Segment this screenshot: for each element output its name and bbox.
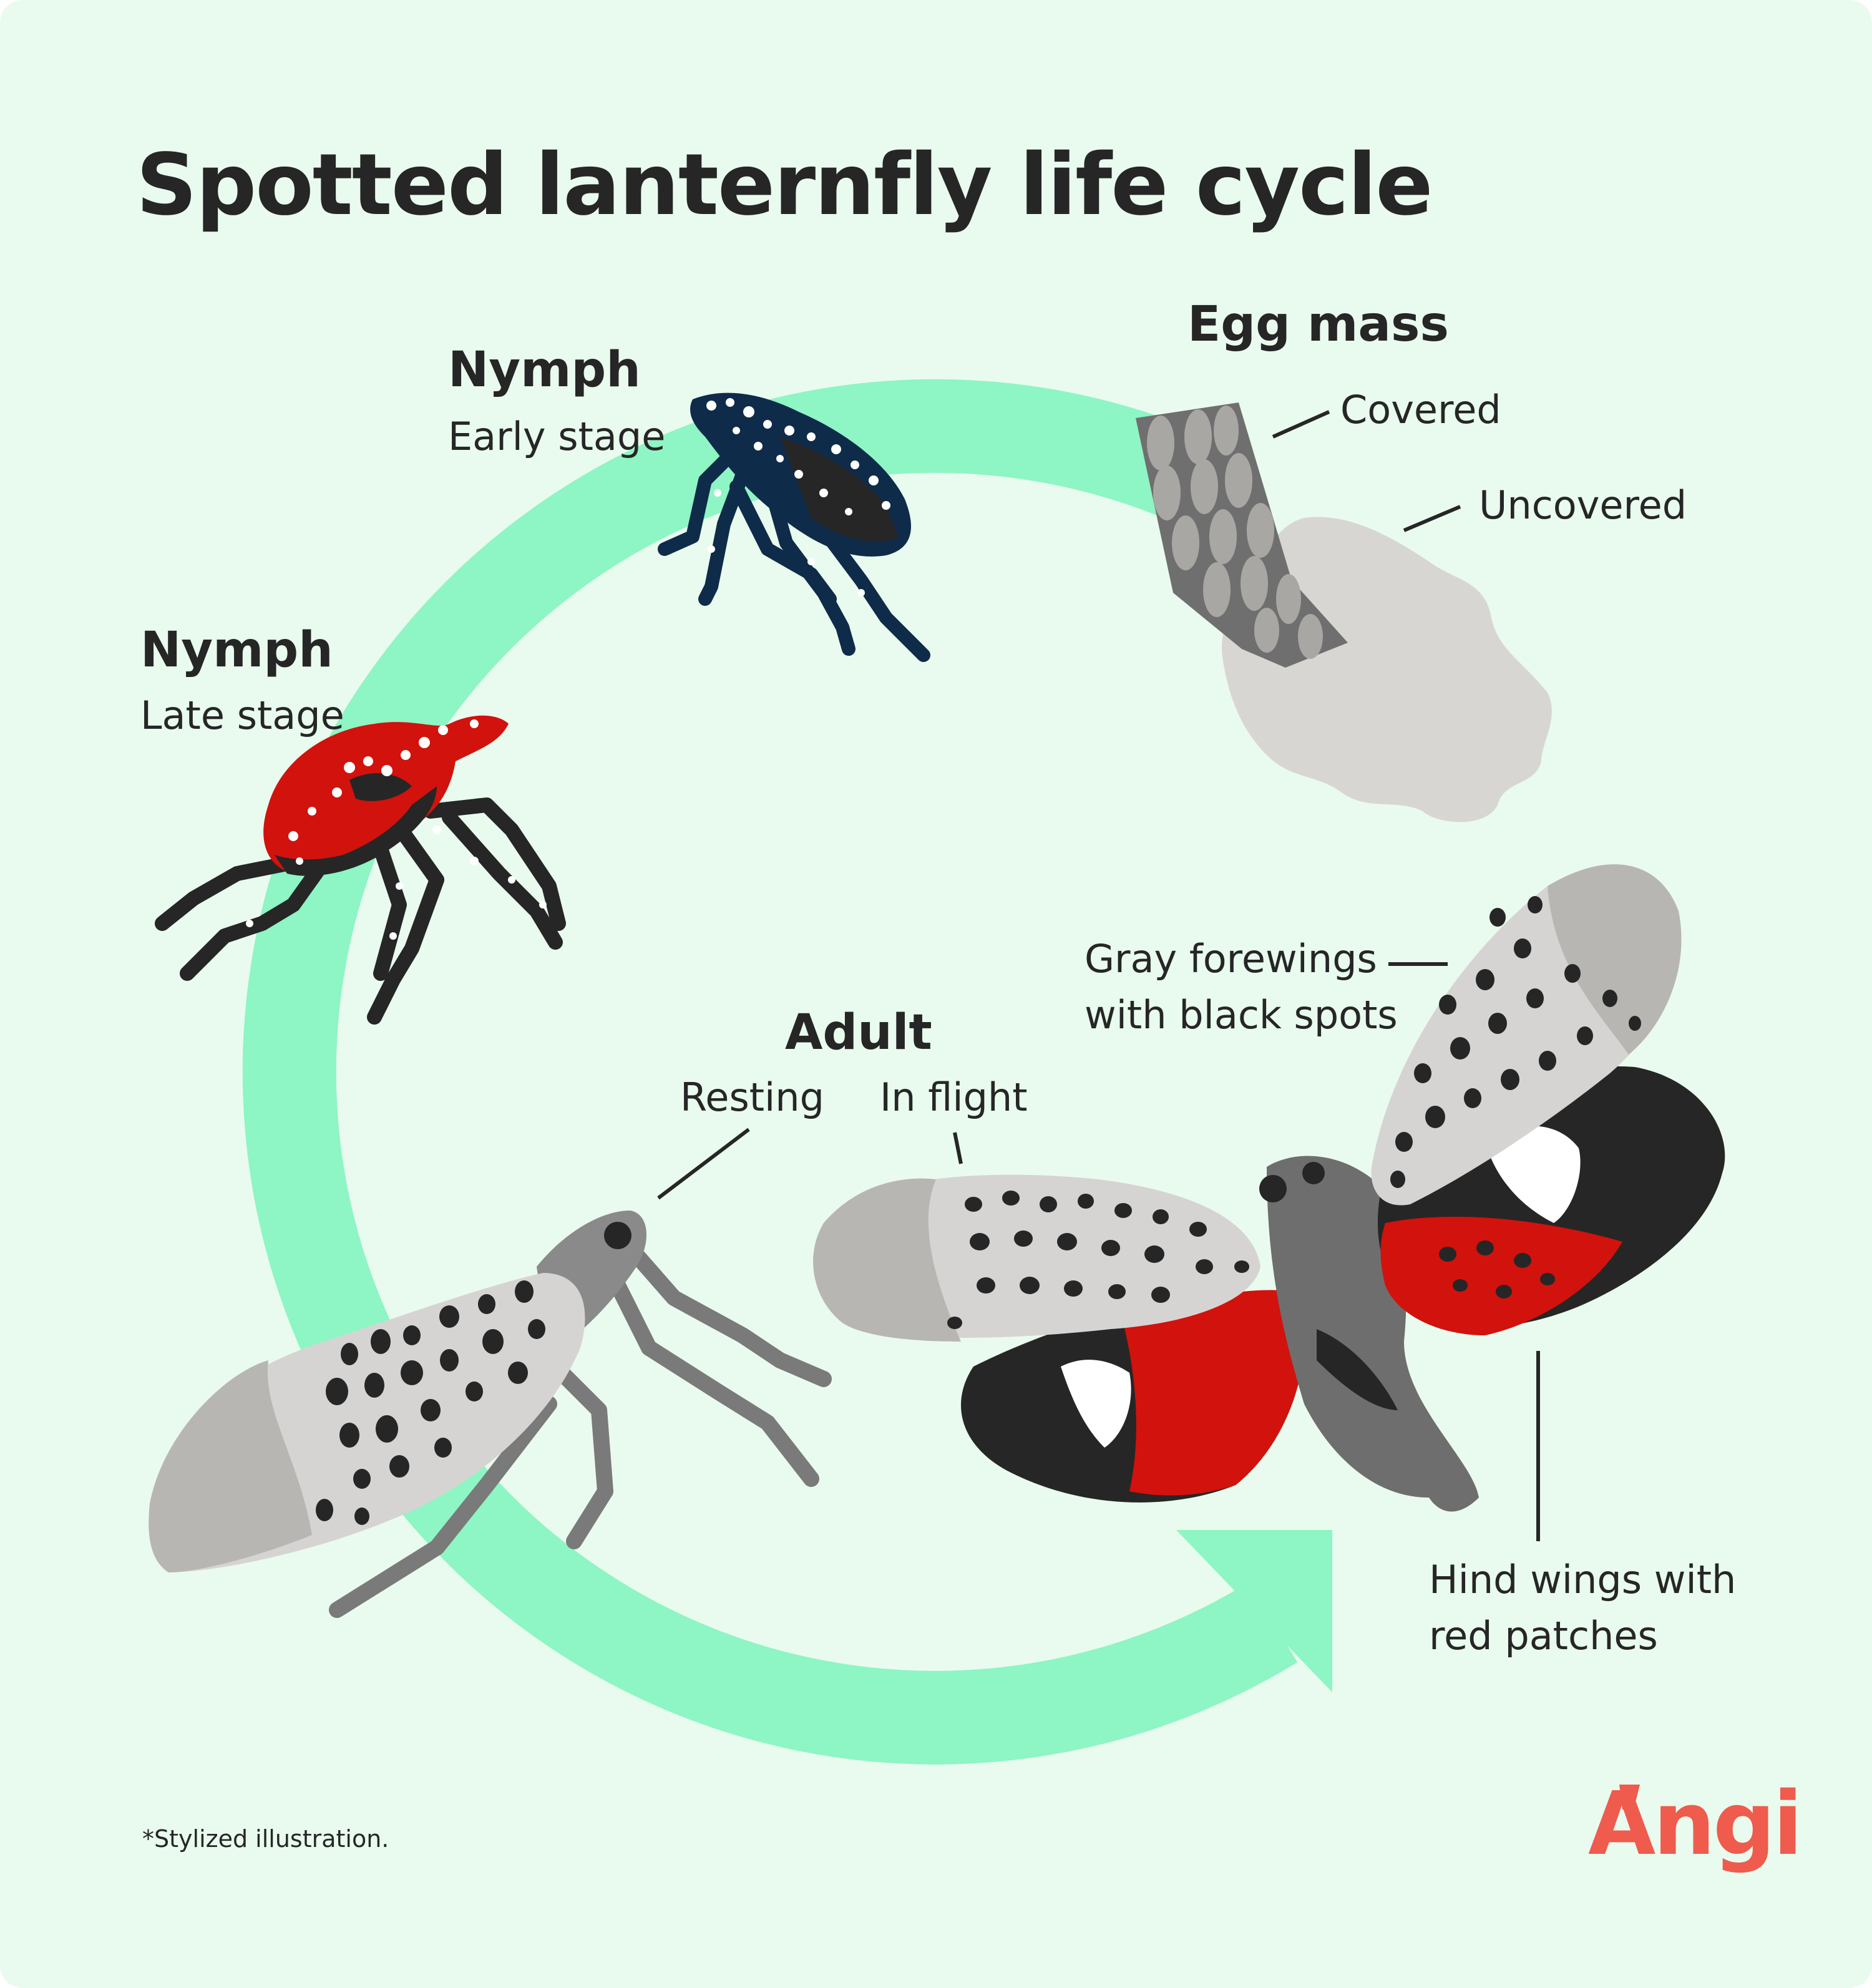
nymph-early-illustration	[658, 392, 930, 662]
hindwings-label-line1: Hind wings with	[1429, 1557, 1737, 1602]
in-flight-leader-line	[953, 1132, 963, 1164]
egg-uncovered-label: Uncovered	[1479, 482, 1687, 528]
uncovered-leader-line	[1403, 505, 1461, 532]
nymph-late-illustration	[155, 715, 566, 1025]
adult-in-flight-label: In flight	[880, 1074, 1028, 1120]
adult-resting-illustration	[149, 1128, 832, 1618]
adult-in-flight-illustration	[813, 864, 1725, 1541]
adult-label: Adult	[785, 1005, 932, 1061]
nymph-early-sublabel: Early stage	[448, 414, 666, 459]
nymph-late-sublabel: Late stage	[140, 693, 344, 738]
egg-mass-label: Egg mass	[1187, 296, 1449, 353]
egg-mass-illustration	[1136, 402, 1552, 822]
hindwings-label-line2: red patches	[1429, 1613, 1658, 1659]
covered-leader-line	[1272, 410, 1330, 439]
adult-resting-label: Resting	[680, 1074, 824, 1120]
forewings-label-line2: with black spots	[1085, 992, 1398, 1038]
egg-mass-uncovered	[1222, 517, 1552, 822]
footnote: *Stylized illustration.	[142, 1825, 389, 1853]
resting-leader-line	[657, 1128, 750, 1200]
angi-logo: Angi	[1588, 1773, 1803, 1875]
angi-logo-mark	[1619, 1785, 1640, 1810]
egg-covered-label: Covered	[1340, 387, 1501, 432]
forewings-label-line1: Gray forewings	[1085, 936, 1377, 982]
nymph-early-label: Nymph	[448, 342, 641, 398]
nymph-late-label: Nymph	[140, 622, 333, 678]
page-title: Spotted lanternfly life cycle	[136, 136, 1433, 235]
